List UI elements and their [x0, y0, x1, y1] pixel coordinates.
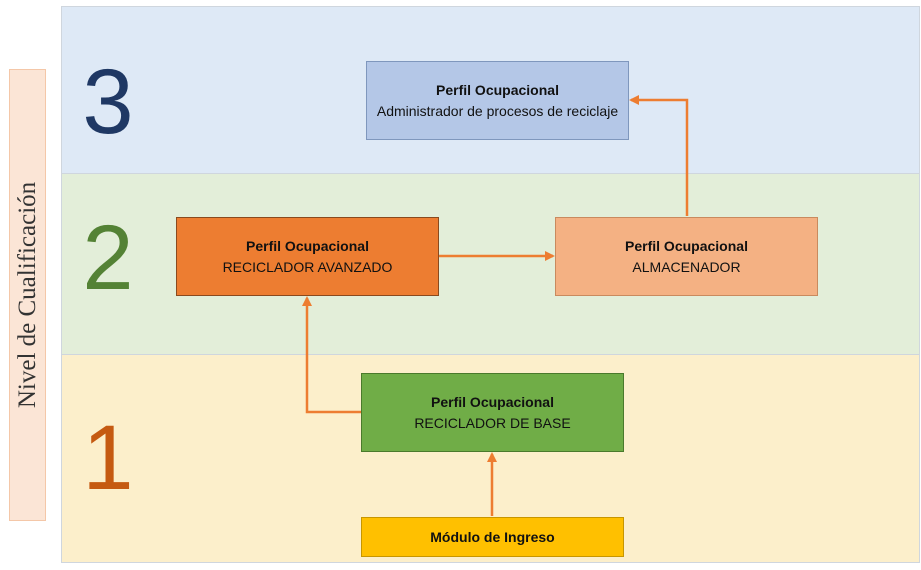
level-3-number: 3 — [82, 51, 134, 153]
node-admin-name: Administrador de procesos de reciclaje — [376, 102, 619, 119]
node-reciclador-de-base: Perfil Ocupacional RECICLADOR DE BASE — [361, 373, 624, 452]
node-administrador-procesos-reciclaje: Perfil Ocupacional Administrador de proc… — [366, 61, 629, 140]
node-modulo-de-ingreso: Módulo de Ingreso — [361, 517, 624, 557]
node-almacenador: Perfil Ocupacional ALMACENADOR — [555, 217, 818, 296]
node-base-name: RECICLADOR DE BASE — [414, 414, 571, 431]
node-avanzado-title: Perfil Ocupacional — [246, 237, 369, 254]
qualification-level-axis: Nivel de Cualificación — [9, 69, 46, 521]
level-2-number: 2 — [82, 207, 134, 309]
node-ingreso-title: Módulo de Ingreso — [430, 528, 555, 545]
node-avanzado-name: RECICLADOR AVANZADO — [222, 258, 393, 275]
node-base-title: Perfil Ocupacional — [431, 393, 554, 410]
node-admin-title: Perfil Ocupacional — [436, 81, 559, 98]
node-almacenador-title: Perfil Ocupacional — [625, 237, 748, 254]
level-1-number: 1 — [82, 407, 134, 509]
axis-label: Nivel de Cualificación — [13, 181, 41, 409]
node-reciclador-avanzado: Perfil Ocupacional RECICLADOR AVANZADO — [176, 217, 439, 296]
node-almacenador-name: ALMACENADOR — [632, 258, 741, 275]
